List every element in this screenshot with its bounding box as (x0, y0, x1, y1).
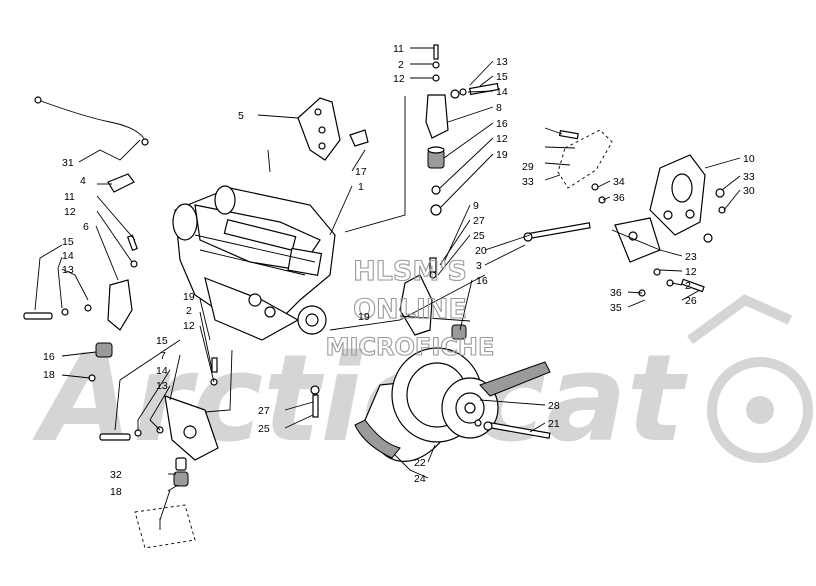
callout-6: 6 (83, 221, 89, 233)
watermark-logo-text: Arctic cat (32, 330, 689, 469)
callout-19: 19 (358, 311, 370, 323)
callout-16: 16 (476, 275, 488, 287)
chassis-section (134, 504, 196, 549)
callout-12: 12 (496, 133, 508, 145)
watermark-text: HLSM'S ONLINE MICROFICHE (325, 255, 495, 361)
callout-11: 11 (393, 43, 404, 55)
callout-33: 33 (743, 171, 755, 183)
drive-clutch (354, 347, 551, 462)
callout-15: 15 (496, 71, 508, 83)
callout-34: 34 (613, 176, 625, 188)
callout-19: 19 (496, 149, 508, 161)
engine-assembly (172, 185, 336, 341)
callout-27: 27 (473, 215, 485, 227)
callout-23: 23 (685, 251, 697, 263)
top-mount-bracket (425, 44, 500, 216)
callout-27: 27 (258, 405, 270, 417)
leader-lines (34, 47, 741, 521)
callout-15: 15 (62, 236, 74, 248)
callout-labels: 11 2 12 13 15 14 8 16 12 19 29 33 10 33 … (43, 43, 755, 498)
callout-12: 12 (183, 320, 195, 332)
callout-13: 13 (496, 56, 508, 68)
callout-19: 19 (183, 291, 195, 303)
callout-31: 31 (62, 157, 74, 169)
bottom-bolts (310, 385, 320, 418)
watermark-logo: Arctic cat (32, 294, 813, 469)
callout-18: 18 (110, 486, 122, 498)
callout-35: 35 (610, 302, 622, 314)
callout-12: 12 (64, 206, 76, 218)
callout-14: 14 (496, 86, 508, 98)
callout-3: 3 (476, 260, 482, 272)
watermark-line-1: HLSM'S (353, 256, 467, 287)
watermark-line-2: ONLINE (353, 294, 467, 325)
callout-9: 9 (473, 200, 479, 212)
callout-24: 24 (414, 473, 426, 485)
callout-21: 21 (548, 418, 560, 430)
clip-4 (107, 173, 135, 193)
callout-32: 32 (110, 469, 122, 481)
callout-25: 25 (473, 230, 485, 242)
callout-20: 20 (475, 245, 487, 257)
callout-10: 10 (743, 153, 755, 165)
callout-29: 29 (522, 161, 534, 173)
wire-harness (34, 96, 149, 146)
callout-22: 22 (414, 457, 426, 469)
callout-17: 17 (355, 166, 367, 178)
callout-25: 25 (258, 423, 270, 435)
callout-2: 2 (398, 59, 404, 71)
side-bolts (126, 234, 218, 386)
callout-36: 36 (610, 287, 622, 299)
callout-1: 1 (358, 181, 364, 193)
clutch-bolt (474, 419, 551, 439)
callout-14: 14 (62, 250, 74, 262)
center-bracket (399, 257, 467, 340)
watermark-line-3: MICROFICHE (326, 333, 495, 361)
callout-13: 13 (62, 264, 74, 276)
callout-12: 12 (393, 73, 405, 85)
callout-26: 26 (685, 295, 697, 307)
callout-13: 13 (156, 380, 168, 392)
callout-36: 36 (613, 192, 625, 204)
callout-7: 7 (160, 350, 166, 362)
callout-33: 33 (522, 176, 534, 188)
callout-8: 8 (496, 102, 502, 114)
callout-16: 16 (43, 351, 55, 363)
callout-2: 2 (685, 280, 691, 292)
callout-28: 28 (548, 400, 560, 412)
callout-14: 14 (156, 365, 168, 377)
bracket-5 (297, 97, 369, 161)
callout-11: 11 (64, 191, 75, 203)
callout-18: 18 (43, 369, 55, 381)
left-motor-mount (23, 279, 133, 382)
callout-15: 15 (156, 335, 168, 347)
callout-4: 4 (80, 175, 86, 187)
callout-5: 5 (238, 110, 244, 122)
callout-2: 2 (186, 305, 192, 317)
callout-30: 30 (743, 185, 755, 197)
callout-16: 16 (496, 118, 508, 130)
callout-12: 12 (685, 266, 697, 278)
